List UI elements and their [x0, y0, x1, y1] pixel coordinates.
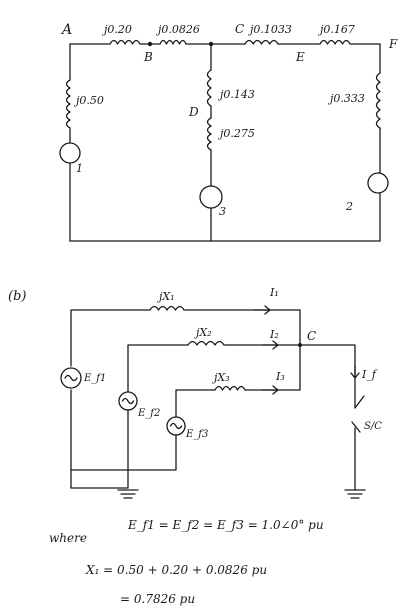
arrow-i2-icon	[261, 340, 279, 350]
source-ef1-symbol	[60, 367, 82, 389]
reactance-jx1: jX₁	[156, 290, 175, 303]
node-c-dot	[298, 343, 302, 347]
ground-wire	[70, 409, 177, 489]
generator-label-2: 2	[345, 200, 353, 213]
bus-label-e: E	[295, 50, 305, 64]
fault-label: S/C	[364, 421, 382, 432]
coil-f-gen	[375, 72, 381, 129]
source-ef2-wave	[121, 397, 135, 405]
current-if: I_f	[361, 368, 378, 381]
source-ef3-wave	[169, 422, 183, 430]
coil-bc	[159, 39, 187, 45]
source-label-ef1: E_f1	[83, 373, 106, 384]
reactance-jx3: jX₃	[211, 371, 230, 384]
generator-3-symbol	[199, 185, 223, 209]
reactance-ef: j0.167	[317, 23, 355, 36]
equation-line-2: X₁ = 0.50 + 0.20 + 0.0826 pu	[85, 563, 267, 577]
current-i1: I₁	[269, 286, 279, 299]
reactance-d-lower: j0.275	[217, 127, 255, 140]
ground-left-icon	[117, 489, 139, 499]
current-i3: I₃	[275, 370, 285, 383]
reactance-a-gen: j0.50	[73, 94, 104, 107]
coil-ef	[319, 39, 351, 45]
diagram-b: (b) jX₁ jX₂ jX₃ I₁	[8, 286, 382, 499]
coil-d-upper	[206, 69, 212, 107]
reactance-ce: j0.1033	[247, 23, 292, 36]
generator-2-symbol	[367, 172, 389, 194]
bus-label-a: A	[60, 22, 72, 38]
source-ef1-wave	[64, 374, 78, 382]
loop-1-wire	[70, 309, 301, 489]
coil-ab	[109, 39, 141, 45]
ground-right-icon	[344, 489, 366, 499]
bus-label-b: B	[143, 50, 153, 64]
equation-line-3: = 0.7826 pu	[120, 592, 195, 606]
generator-label-3: 3	[219, 205, 226, 218]
reactance-d-upper: j0.143	[217, 88, 255, 101]
coil-d-lower	[206, 117, 212, 151]
generator-label-1: 1	[76, 162, 83, 175]
loop-2-wire	[127, 344, 356, 491]
arrow-i1-icon	[253, 305, 271, 315]
node-c-label: C	[307, 329, 316, 343]
bus-label-f: F	[388, 37, 398, 51]
coil-x1	[149, 305, 185, 311]
arrow-if-icon	[350, 365, 360, 379]
part-b-label: (b)	[8, 289, 26, 304]
reactance-jx2: jX₂	[193, 326, 212, 339]
bus-label-d: D	[188, 105, 199, 119]
coil-x2	[187, 340, 225, 346]
coil-ce	[244, 39, 279, 45]
arrow-i3-icon	[261, 385, 279, 395]
bus-dot-b	[147, 41, 153, 47]
coil-x3	[214, 385, 246, 391]
coil-a-gen	[65, 79, 71, 129]
source-label-ef2: E_f2	[137, 408, 160, 419]
equation-line-1: E_f1 = E_f2 = E_f3 = 1.0∠0° pu	[127, 518, 324, 532]
generator-1-symbol	[59, 142, 81, 164]
reactance-f-gen: j0.333	[327, 92, 365, 105]
equation-where: where	[49, 531, 87, 545]
equations: where E_f1 = E_f2 = E_f3 = 1.0∠0° pu X₁ …	[49, 518, 324, 606]
current-i2: I₂	[269, 328, 279, 341]
fault-switch-icon	[351, 395, 365, 433]
reactance-bc: j0.0826	[155, 23, 200, 36]
reactance-ab: j0.20	[101, 23, 132, 36]
diagram-a: A B C D E F j0.20 j0.0826 j0.1033 j0.167…	[59, 22, 398, 242]
bus-label-c: C	[235, 22, 244, 36]
source-label-ef3: E_f3	[185, 429, 208, 440]
